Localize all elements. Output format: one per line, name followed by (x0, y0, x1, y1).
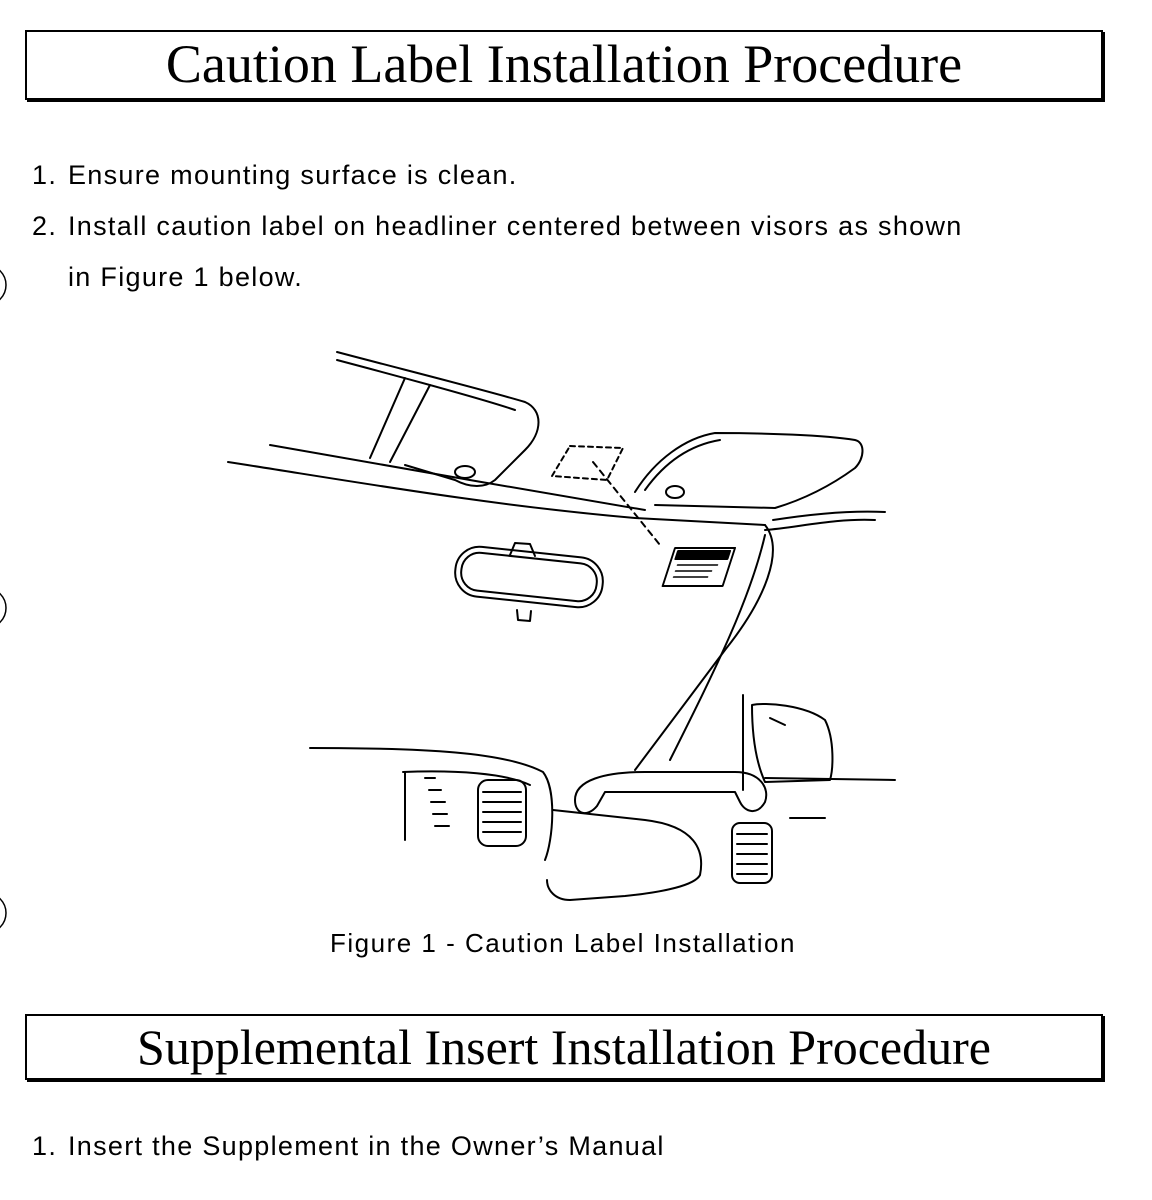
step-text: Ensure mounting surface is clean. (68, 160, 518, 190)
punch-hole (0, 592, 7, 624)
step-text: Insert the Supplement in the Owner’s Man… (68, 1131, 665, 1161)
headliner-edge (227, 461, 766, 526)
punch-hole (0, 897, 7, 929)
caution-label (661, 547, 737, 587)
caution-label-illustration (227, 351, 896, 901)
left-sun-visor (336, 351, 540, 487)
figure-caption: Figure 1 - Caution Label Installation (330, 928, 796, 958)
dashboard (309, 747, 554, 861)
section-title-supplemental-insert: Supplemental Insert Installation Procedu… (25, 1014, 1103, 1080)
label-outline (551, 445, 624, 481)
step-1-supplement: 1. Insert the Supplement in the Owner’s M… (32, 1131, 665, 1162)
step-number: 2. (32, 211, 58, 241)
step-number: 1. (32, 160, 58, 190)
grab-handle (574, 771, 768, 815)
a-pillar (634, 524, 774, 771)
right-air-vent (731, 822, 773, 884)
step-1: 1. Ensure mounting surface is clean. (32, 160, 518, 191)
right-sun-visor (634, 432, 864, 509)
step-number: 1. (32, 1131, 58, 1161)
side-mirror (751, 702, 834, 783)
step-2: 2. Install caution label on headliner cen… (32, 211, 963, 242)
step-text: Install caution label on headliner cente… (68, 211, 963, 241)
punch-hole (0, 269, 7, 301)
rear-view-mirror (454, 545, 604, 609)
step-text-continuation: in Figure 1 below. (68, 262, 304, 292)
section-title-caution-label: Caution Label Installation Procedure (25, 30, 1103, 100)
left-air-vent (424, 777, 527, 847)
step-2-continuation: in Figure 1 below. (32, 262, 303, 293)
